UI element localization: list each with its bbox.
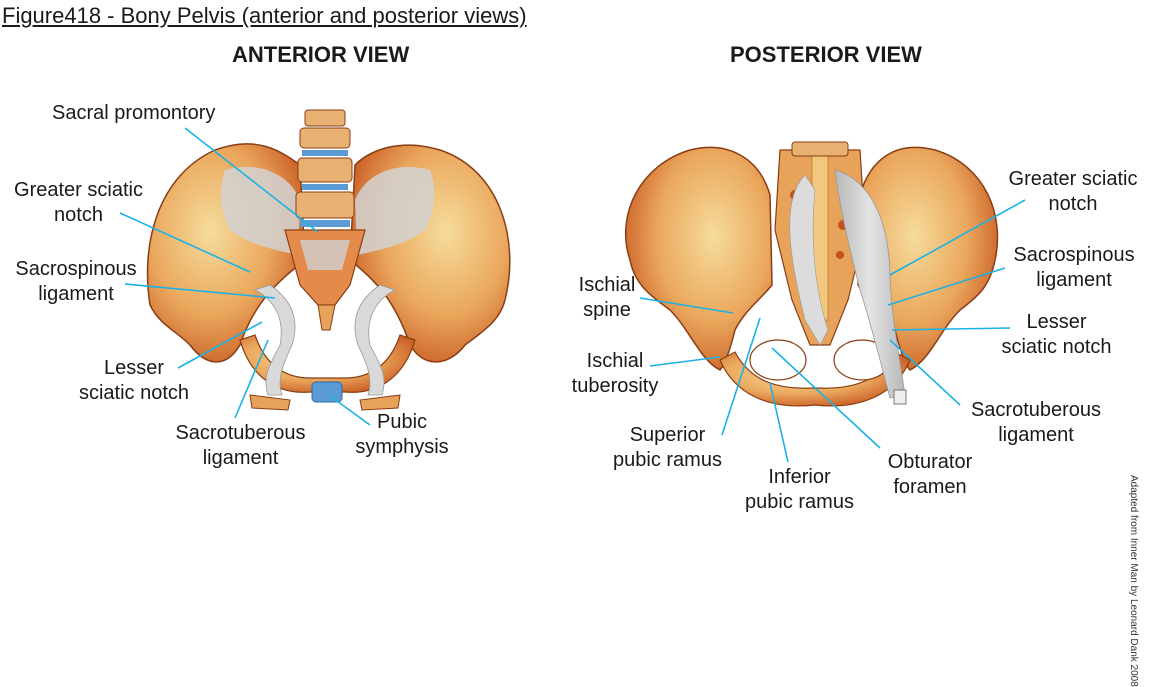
- pointer-posterior-greater-sciatic-notch: [889, 199, 1026, 276]
- pointer-pubic-symphysis: [329, 395, 371, 426]
- pointer-lines: [119, 127, 1026, 463]
- pointer-anterior-greater-sciatic-notch: [119, 212, 251, 273]
- image-credit: Adapted from Inner Man by Leonard Dank 2…: [1128, 475, 1139, 687]
- anterior-view-title: ANTERIOR VIEW: [232, 42, 410, 67]
- pointer-anterior-lesser-sciatic-notch: [177, 321, 263, 369]
- anterior-pelvis-drawing: [146, 109, 511, 411]
- pointer-posterior-sacrotuberous-ligament: [889, 339, 961, 406]
- pointer-posterior-lesser-sciatic-notch: [891, 327, 1011, 331]
- posterior-view-title: POSTERIOR VIEW: [730, 42, 922, 67]
- pointer-anterior-sacrospinous-ligament: [124, 283, 276, 299]
- pointer-inferior-pubic-ramus: [769, 382, 789, 463]
- pointer-ischial-tuberosity: [649, 356, 721, 367]
- pointer-sacral-promontory: [184, 127, 319, 233]
- pointer-superior-pubic-ramus: [721, 317, 761, 436]
- pointer-anterior-sacrotuberous-ligament: [234, 339, 269, 419]
- pointer-obturator-foramen: [771, 347, 881, 449]
- label-sacral-promontory: Sacral promontory: [52, 102, 216, 124]
- pointer-ischial-spine: [639, 297, 734, 314]
- posterior-pelvis-drawing: [625, 141, 999, 407]
- pointer-posterior-sacrospinous-ligament: [887, 267, 1006, 306]
- figure-title: Figure418 - Bony Pelvis (anterior and po…: [2, 3, 527, 28]
